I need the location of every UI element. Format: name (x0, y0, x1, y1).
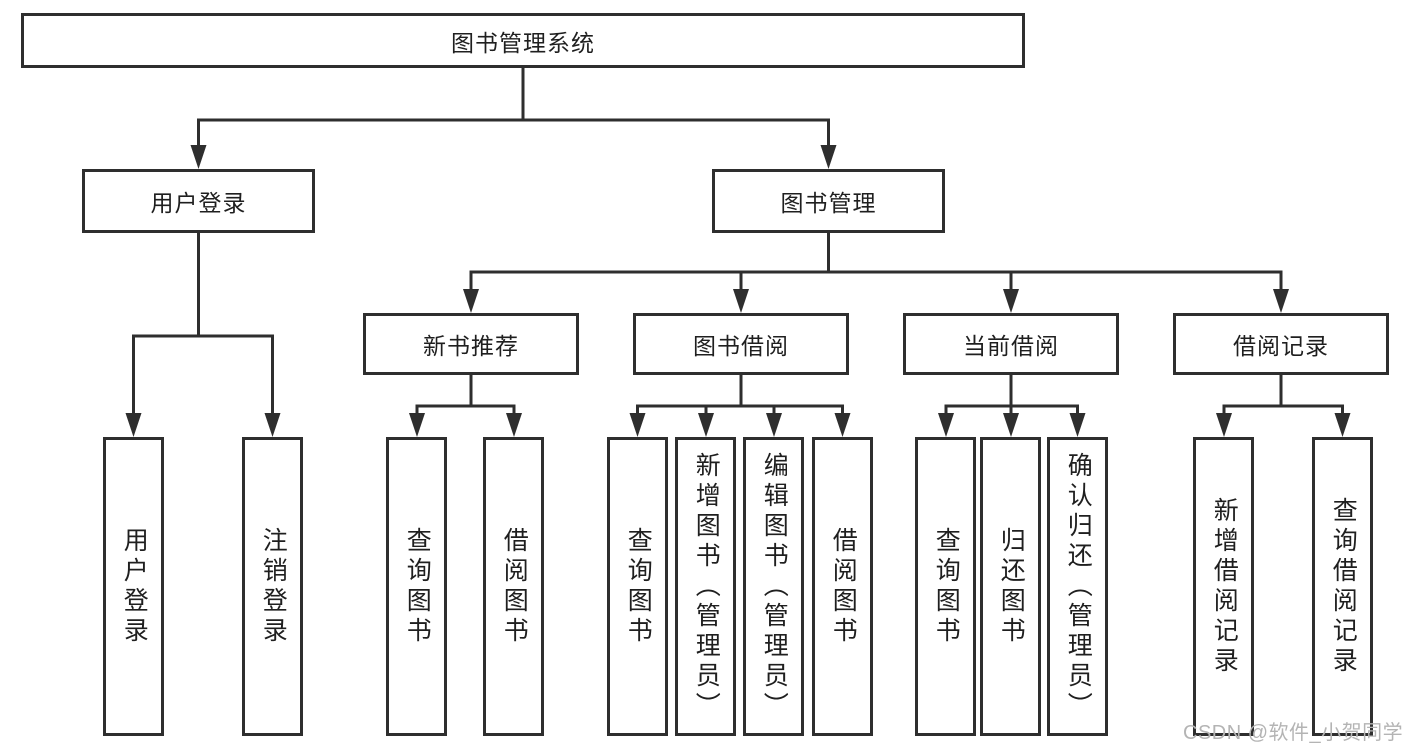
node-label: 图书借阅 (693, 333, 789, 359)
node-book-borrowing: 图书借阅 (633, 313, 849, 375)
node-label: 查询图书 (403, 526, 432, 647)
node-label: 注销登录 (259, 526, 288, 647)
arrowheads (125, 145, 1351, 437)
node-label: 查询借阅记录 (1329, 496, 1358, 677)
node-label: 新增图书（管理员） (692, 451, 721, 722)
node-label: 用户登录 (120, 526, 149, 647)
node-return-book: 归还图书 (980, 437, 1041, 736)
node-label: 借阅记录 (1233, 333, 1329, 359)
node-label: 用户登录 (150, 190, 247, 216)
node-label: 当前借阅 (963, 333, 1059, 359)
node-new-book-recommend: 新书推荐 (363, 313, 579, 375)
node-label: 借阅图书 (500, 526, 529, 647)
node-logout: 注销登录 (242, 437, 303, 736)
node-book-management: 图书管理 (712, 169, 945, 233)
node-query-book-current: 查询图书 (915, 437, 976, 736)
node-label: 归还图书 (997, 526, 1026, 647)
node-library-management-system: 图书管理系统 (21, 13, 1025, 68)
tree-edges (132, 66, 1344, 420)
node-label: 编辑图书（管理员） (760, 451, 789, 722)
csdn-watermark: CSDN @软件_小贺同学 (1183, 722, 1404, 744)
node-label: 确认归还（管理员） (1064, 451, 1093, 722)
node-borrow-book-recommend: 借阅图书 (483, 437, 544, 736)
node-label: 图书管理 (780, 190, 877, 216)
node-add-borrow-record: 新增借阅记录 (1193, 437, 1254, 736)
node-query-borrow-record: 查询借阅记录 (1312, 437, 1373, 736)
node-query-book-recommend: 查询图书 (386, 437, 447, 736)
node-edit-book-admin: 编辑图书（管理员） (743, 437, 804, 736)
node-label: 新增借阅记录 (1210, 496, 1239, 677)
node-label: 查询图书 (624, 526, 653, 647)
node-borrowing-records: 借阅记录 (1173, 313, 1389, 375)
node-current-borrowing: 当前借阅 (903, 313, 1119, 375)
node-confirm-return-admin: 确认归还（管理员） (1047, 437, 1108, 736)
node-query-book-borrow: 查询图书 (607, 437, 668, 736)
node-label: 借阅图书 (829, 526, 858, 647)
node-add-book-admin: 新增图书（管理员） (675, 437, 736, 736)
node-user-login: 用户登录 (82, 169, 315, 233)
node-label: 图书管理系统 (451, 29, 595, 56)
node-label: 查询图书 (932, 526, 961, 647)
node-user-login-leaf: 用户登录 (103, 437, 164, 736)
node-borrow-book: 借阅图书 (812, 437, 873, 736)
node-label: 新书推荐 (423, 333, 519, 359)
